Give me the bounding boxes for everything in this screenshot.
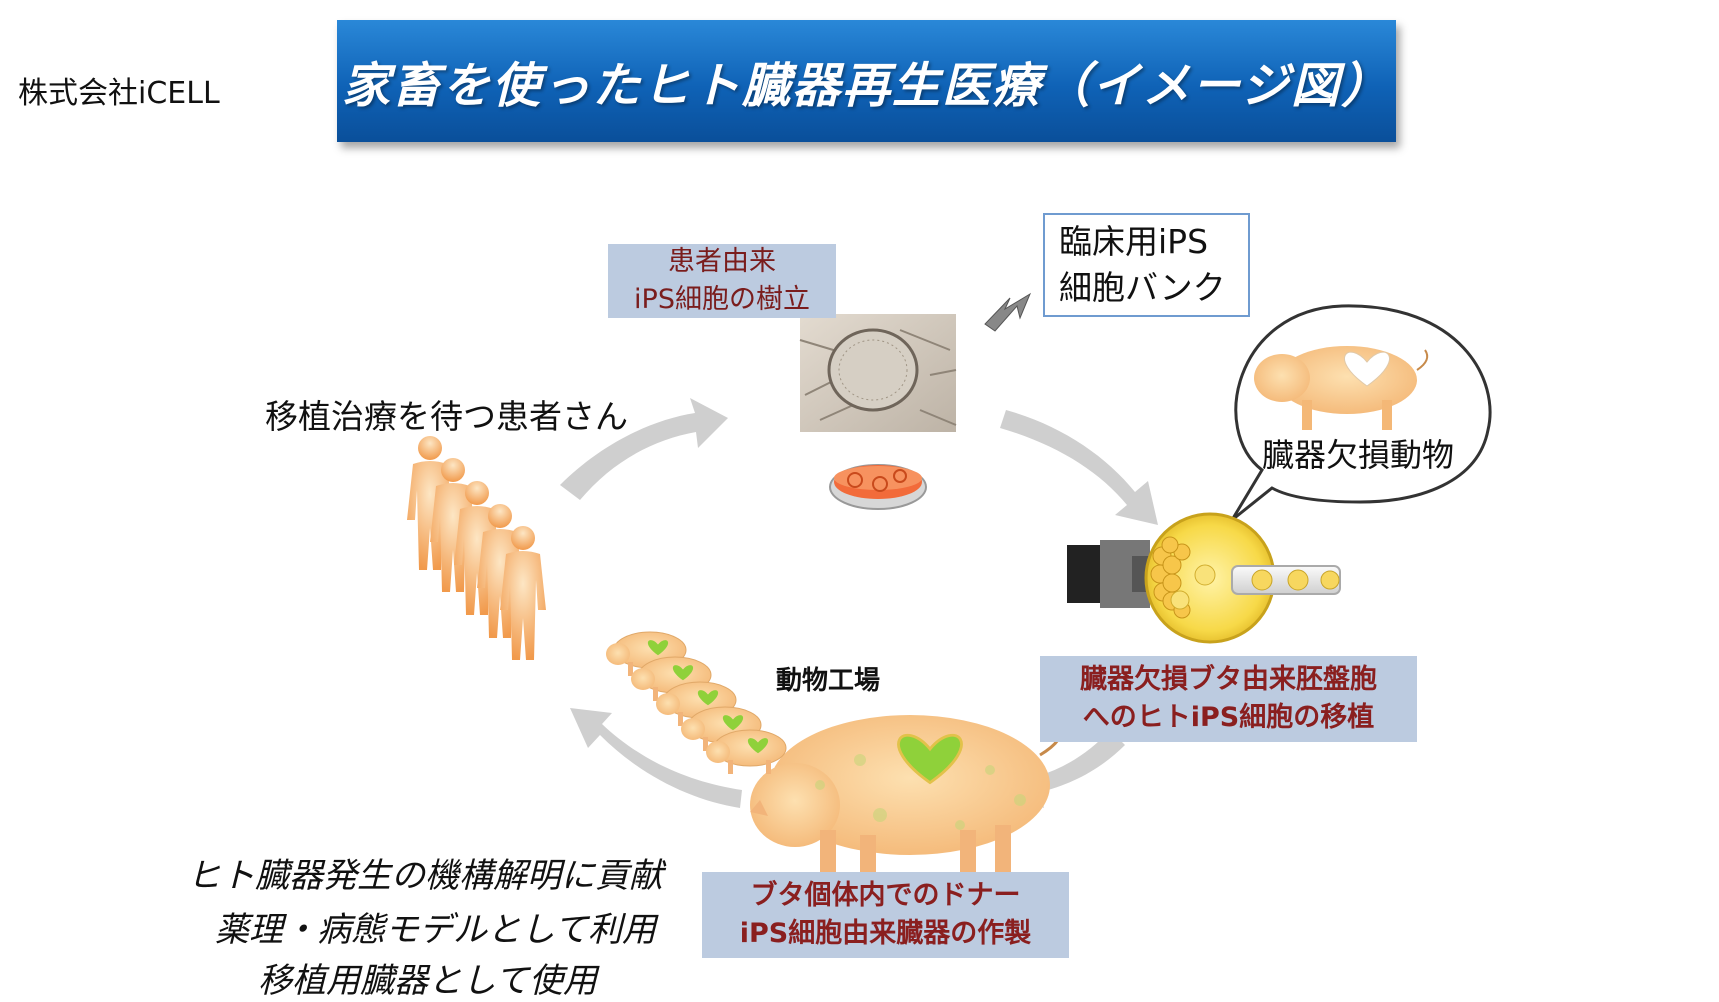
ips-colony-micrograph — [799, 314, 957, 432]
defect-animal-bubble — [1230, 304, 1492, 522]
donor-line-1: ブタ個体内でのドナー — [750, 880, 1021, 911]
pig-icon — [750, 715, 1064, 890]
gray-arrow-icon — [984, 292, 1032, 332]
benefit-item: 薬理・病態モデルとして利用 — [215, 910, 656, 950]
petri-dish-icon — [829, 464, 927, 510]
human-figure-icon — [500, 526, 546, 660]
curved-arrow-icon — [570, 708, 742, 808]
ips-bank-line-2: 細胞バンク — [1059, 268, 1226, 307]
donor-label: ブタ個体内でのドナー iPS細胞由来臓器の作製 — [702, 872, 1069, 958]
ips-establish-label: 患者由来 iPS細胞の樹立 — [608, 244, 836, 318]
ips-bank-line-1: 臨床用iPS — [1059, 222, 1209, 261]
benefit-item: ヒト臓器発生の機構解明に貢献 — [187, 856, 663, 896]
company-name: 株式会社iCELL — [18, 76, 220, 111]
page-title: 家畜を使ったヒト臓器再生医療（イメージ図） — [341, 58, 1392, 114]
blastocyst-label: 臓器欠損ブタ由来胚盤胞 へのヒトiPS細胞の移植 — [1040, 656, 1417, 742]
defect-animal-label: 臓器欠損動物 — [1262, 436, 1455, 474]
curved-arrow-icon — [560, 398, 728, 500]
title-banner: 家畜を使ったヒト臓器再生医療（イメージ図） — [337, 20, 1396, 142]
blastocyst-icon — [1144, 512, 1276, 644]
ips-establish-line-1: 患者由来 — [668, 246, 776, 277]
pig-icon — [1254, 346, 1429, 430]
curved-arrow-icon — [1000, 410, 1158, 525]
patients-label: 移植治療を待つ患者さん — [265, 397, 628, 436]
blastocyst-line-2: へのヒトiPS細胞の移植 — [1082, 702, 1375, 733]
ips-bank-label: 臨床用iPS 細胞バンク — [1043, 213, 1250, 317]
donor-line-2: iPS細胞由来臓器の作製 — [739, 918, 1032, 949]
blastocyst-line-1: 臓器欠損ブタ由来胚盤胞 — [1080, 664, 1377, 695]
pig-icon — [706, 729, 787, 774]
small-pigs — [606, 631, 787, 774]
factory-label: 動物工場 — [776, 666, 881, 696]
ips-establish-line-2: iPS細胞の樹立 — [634, 284, 810, 315]
benefit-item: 移植用臓器として使用 — [258, 961, 597, 1001]
patients-figures — [407, 436, 546, 660]
injection-pipette — [1231, 565, 1341, 595]
